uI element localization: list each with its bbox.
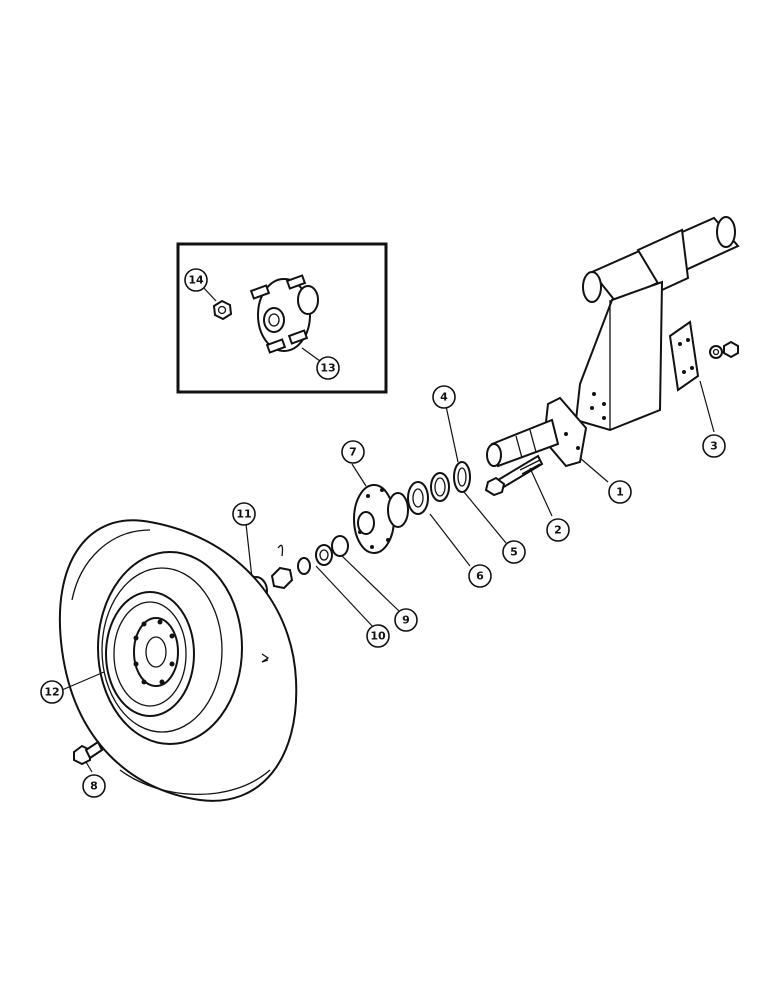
seal-bearing <box>407 405 507 567</box>
callout-10: 10 <box>366 624 390 648</box>
callout-8-label: 8 <box>90 780 98 793</box>
wheel-and-tire <box>58 519 298 802</box>
callout-11-label: 11 <box>236 508 251 521</box>
callout-6-label: 6 <box>476 570 484 583</box>
callout-14-label: 14 <box>188 274 204 287</box>
callout-12-label: 12 <box>44 686 59 699</box>
clamp-plate <box>668 320 739 433</box>
callout-8: 8 <box>82 774 106 798</box>
callout-1: 1 <box>608 480 632 504</box>
callout-13: 13 <box>316 356 340 380</box>
inset-nut <box>212 299 233 321</box>
bolt <box>484 454 553 517</box>
callout-10-label: 10 <box>370 630 386 643</box>
callout-6: 6 <box>468 564 492 588</box>
callout-14: 14 <box>184 268 208 292</box>
callout-4: 4 <box>432 385 456 409</box>
callout-9-label: 9 <box>402 614 410 627</box>
callout-13-label: 13 <box>320 362 335 375</box>
callout-5-label: 5 <box>510 546 518 559</box>
callout-3: 3 <box>702 434 726 458</box>
small-parts <box>270 535 401 629</box>
callout-9: 9 <box>394 608 418 632</box>
spindle <box>486 396 609 483</box>
callout-12: 12 <box>40 680 64 704</box>
callout-5: 5 <box>502 540 526 564</box>
inset-hub <box>249 274 319 354</box>
callout-3-label: 3 <box>710 440 718 453</box>
callout-7: 7 <box>341 440 365 464</box>
axle-arm <box>574 216 740 432</box>
callout-1-label: 1 <box>616 486 624 499</box>
inset-box <box>176 242 388 394</box>
callout-2: 2 <box>546 518 570 542</box>
callout-4-label: 4 <box>440 391 448 404</box>
callout-11: 11 <box>232 502 256 526</box>
callout-2-label: 2 <box>554 524 562 537</box>
callout-7-label: 7 <box>349 446 357 459</box>
lug-bolt <box>73 740 104 773</box>
wheel-hub <box>351 463 409 554</box>
